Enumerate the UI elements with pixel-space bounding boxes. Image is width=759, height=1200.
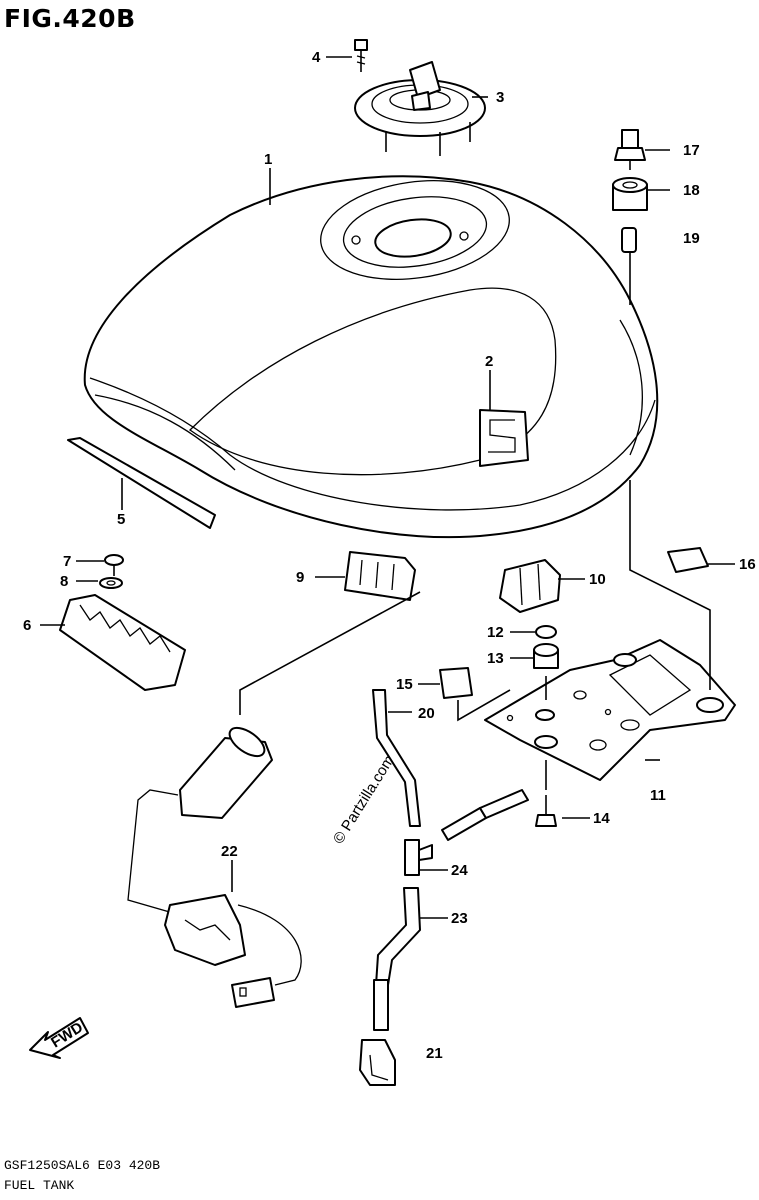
callout-14: 14 <box>593 810 610 827</box>
cap-bolt <box>354 39 368 72</box>
callout-1: 1 <box>264 151 272 168</box>
callout-7: 7 <box>63 553 71 570</box>
bracket-bolt <box>535 795 557 827</box>
cushion-rear <box>499 559 561 613</box>
hose-sleeve <box>479 789 529 819</box>
mount-grommet <box>612 177 648 211</box>
hose-sleeve <box>441 807 487 841</box>
fuel-pump <box>127 726 302 1008</box>
callout-16: 16 <box>739 556 756 573</box>
callout-12: 12 <box>487 624 504 641</box>
screw <box>104 554 124 576</box>
callout-4: 4 <box>312 49 321 66</box>
leader-lines <box>40 56 735 919</box>
callout-9: 9 <box>296 569 304 586</box>
hose-joint <box>404 839 433 876</box>
fuel-cap <box>354 61 486 156</box>
callout-19: 19 <box>683 230 700 247</box>
callout-2: 2 <box>485 353 493 370</box>
callout-23: 23 <box>451 910 468 927</box>
callout-5: 5 <box>117 511 125 528</box>
cushion-rubber <box>59 594 186 691</box>
mount-bolt <box>614 129 646 170</box>
callout-21: 21 <box>426 1045 443 1062</box>
cushion-small <box>439 667 473 699</box>
bushing <box>535 625 557 639</box>
seal-strip <box>67 437 216 529</box>
callout-13: 13 <box>487 650 504 667</box>
callout-8: 8 <box>60 573 68 590</box>
rubber-cushion <box>533 643 559 669</box>
hose-clamp <box>359 1039 396 1086</box>
breather-hose <box>372 689 421 827</box>
fuel-tank <box>83 175 659 539</box>
callout-20: 20 <box>418 705 435 722</box>
washer <box>99 577 123 589</box>
emblem-decal <box>479 409 529 467</box>
callout-18: 18 <box>683 182 700 199</box>
figure-name: FUEL TANK <box>4 1178 75 1193</box>
tank-bracket <box>484 639 736 781</box>
callout-10: 10 <box>589 571 606 588</box>
callout-11: 11 <box>650 787 666 804</box>
callout-3: 3 <box>496 89 504 106</box>
fwd-arrow: FWD <box>29 1017 89 1059</box>
callout-22: 22 <box>221 843 238 860</box>
callout-17: 17 <box>683 142 700 159</box>
drain-hose <box>373 887 421 1031</box>
mount-collar <box>621 227 637 253</box>
callout-24: 24 <box>451 862 468 879</box>
figure-title: FIG.420B <box>4 4 136 33</box>
callout-numbers: 1 2 3 4 5 6 7 8 9 10 11 12 13 14 15 16 1… <box>23 49 756 1062</box>
callout-15: 15 <box>396 676 413 693</box>
pad <box>667 547 709 573</box>
cushion-front <box>344 551 416 601</box>
figure-code: GSF1250SAL6 E03 420B <box>4 1158 161 1173</box>
callout-6: 6 <box>23 617 31 634</box>
